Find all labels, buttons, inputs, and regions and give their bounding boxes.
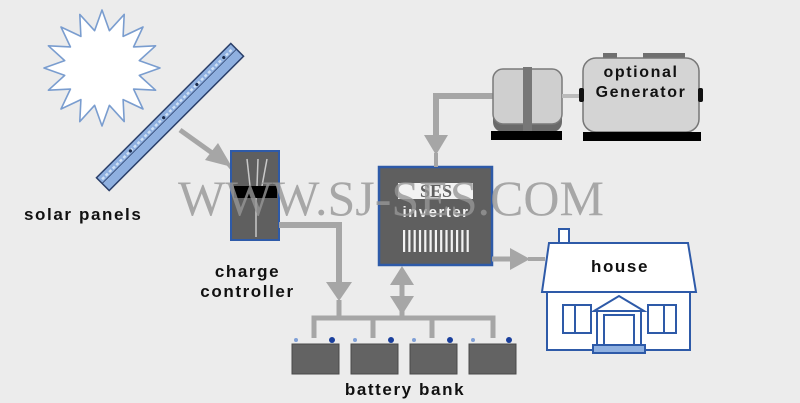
vent-slot xyxy=(408,230,411,252)
battery-terminal-negative xyxy=(471,338,475,342)
vent-slot xyxy=(440,230,443,252)
charge-controller-icon xyxy=(230,150,280,241)
battery-icon xyxy=(350,337,399,375)
vent-slot xyxy=(413,230,416,252)
connector-generator-to-inverter xyxy=(424,93,493,167)
house-label: house xyxy=(590,257,650,276)
connector-inverter-to-house xyxy=(492,248,545,270)
vent-slot xyxy=(456,230,459,252)
generator-motor-icon xyxy=(491,67,583,140)
battery-icon xyxy=(291,337,340,375)
vent-slot xyxy=(434,230,437,252)
battery-terminal-negative xyxy=(294,338,298,342)
watermark-text: WWW.SJ-SES.COM xyxy=(178,170,604,226)
vent-slot xyxy=(450,230,453,252)
battery-terminal-positive xyxy=(388,337,394,343)
generator-label: optional Generator xyxy=(586,63,696,103)
generator-label-line2: Generator xyxy=(595,84,687,101)
generator-icon xyxy=(579,53,703,141)
vent-slot xyxy=(466,230,469,252)
vent-slot xyxy=(418,230,422,252)
inverter-badge: SES xyxy=(420,181,452,201)
battery-bank-label: battery bank xyxy=(344,380,466,399)
battery-terminal-negative xyxy=(353,338,357,342)
vent-slot xyxy=(403,230,406,252)
battery-terminal-positive xyxy=(329,337,335,343)
battery-icon xyxy=(468,337,517,375)
inverter-vents xyxy=(403,230,469,252)
charge-controller-label-line2: controller xyxy=(200,282,295,301)
house-icon xyxy=(540,228,698,354)
solar-panels-label: solar panels xyxy=(24,205,143,224)
vent-slot xyxy=(424,230,427,252)
vent-slot xyxy=(461,230,464,252)
generator-label-line1: optional xyxy=(603,64,679,81)
solar-panel-icon xyxy=(95,42,245,192)
battery-terminal-positive xyxy=(506,337,512,343)
charge-controller-label-line1: charge xyxy=(214,262,281,281)
battery-terminal-positive xyxy=(447,337,453,343)
battery-bank-icon xyxy=(291,337,517,375)
inverter-label: inverter xyxy=(402,204,469,221)
connector-controller-to-battery xyxy=(279,222,352,318)
vent-slot xyxy=(445,230,448,252)
inverter-icon: SES inverter xyxy=(377,165,494,267)
charge-controller-label: charge controller xyxy=(190,262,305,302)
vent-slot xyxy=(429,230,432,252)
battery-icon xyxy=(409,337,458,375)
connector-inverter-battery-bidirectional xyxy=(390,266,414,318)
sun-icon xyxy=(43,9,161,127)
battery-terminal-negative xyxy=(412,338,416,342)
battery-bus xyxy=(311,315,496,338)
